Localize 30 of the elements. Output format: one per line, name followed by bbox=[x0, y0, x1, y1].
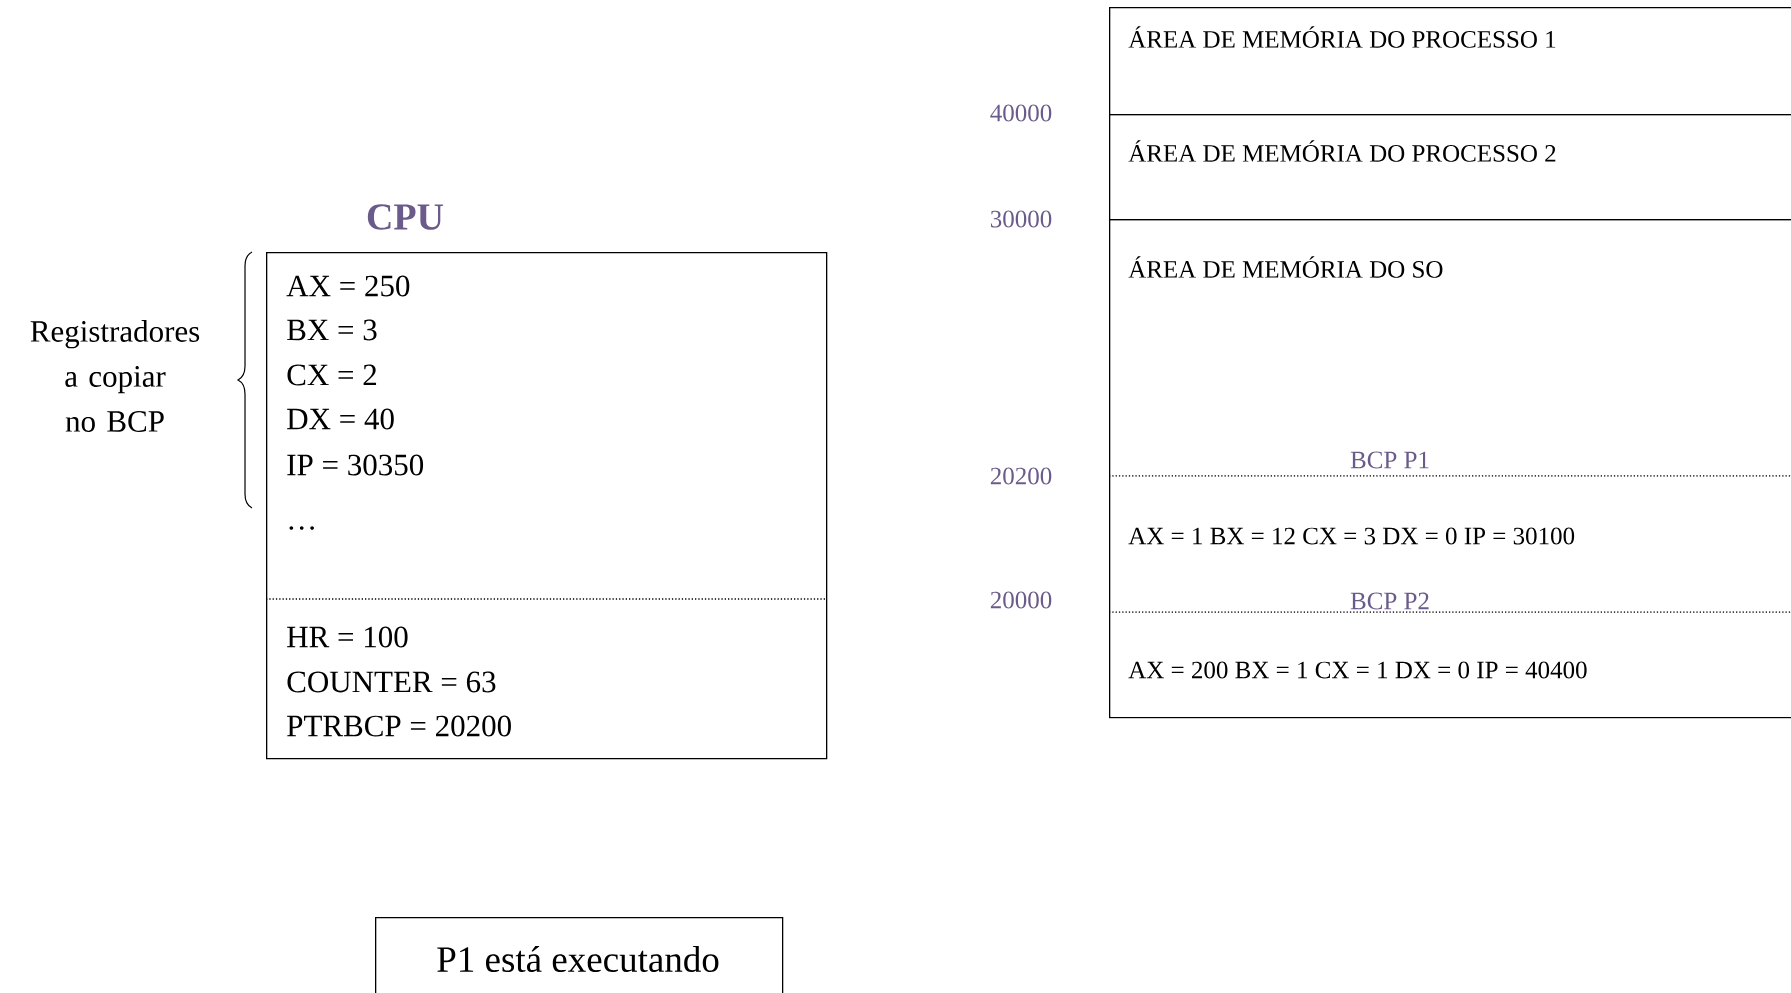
memory-area-band bbox=[1109, 219, 1791, 719]
status-text: P1 está executando bbox=[437, 945, 719, 973]
area-title: ÁREA DE MEMÓRIA DO PROCESSO 1 bbox=[1128, 26, 1556, 48]
register-value: COUNTER = 63 bbox=[287, 671, 496, 693]
register-value: IP = 30350 bbox=[287, 454, 424, 476]
area-title: ÁREA DE MEMÓRIA DO PROCESSO 2 bbox=[1128, 140, 1556, 162]
register-value: AX = 1 BX = 12 CX = 3 DX = 0 IP = 30100 bbox=[1128, 527, 1575, 545]
heading: BCP P1 bbox=[1350, 451, 1429, 469]
heading: CPU bbox=[367, 204, 444, 230]
heading: BCP P2 bbox=[1350, 592, 1429, 610]
register-value: DX = 40 bbox=[287, 408, 394, 430]
register-value: HR = 100 bbox=[287, 626, 408, 648]
address-label: 30000 bbox=[990, 210, 1052, 228]
status-box bbox=[375, 917, 784, 993]
register-value: … bbox=[289, 526, 314, 530]
pcb-band bbox=[1108, 592, 1791, 679]
register-value: AX = 200 BX = 1 CX = 1 DX = 0 IP = 40400 bbox=[1128, 661, 1587, 679]
pcb-band bbox=[1108, 451, 1791, 545]
cpu-register-box bbox=[265, 204, 828, 760]
area-title: ÁREA DE MEMÓRIA DO SO bbox=[1128, 256, 1443, 278]
memory-area-band bbox=[1109, 7, 1791, 116]
register-value: BX = 3 bbox=[287, 319, 377, 341]
register-value: PTRBCP = 20200 bbox=[287, 715, 511, 737]
address-label: 20000 bbox=[990, 591, 1052, 609]
annotation-text: Registradores a copiar no BCP bbox=[30, 320, 200, 432]
address-label: 20200 bbox=[990, 467, 1052, 485]
address-label: 40000 bbox=[990, 104, 1052, 122]
register-value: AX = 250 bbox=[286, 275, 410, 297]
memory-area-band bbox=[1109, 114, 1791, 221]
register-value: CX = 2 bbox=[287, 364, 377, 386]
